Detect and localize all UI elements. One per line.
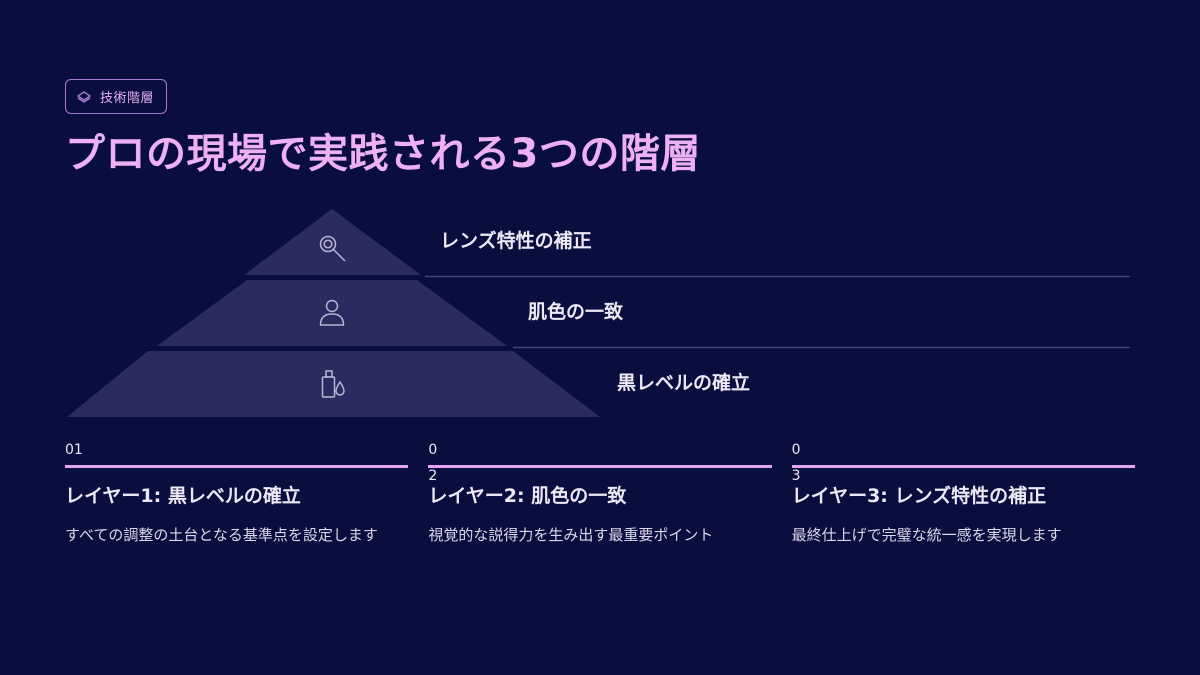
layer-cards: 01 レイヤー1: 黒レベルの確立 すべての調整の土台となる基準点を設定します … [65, 437, 1135, 552]
bottle-drop-icon [321, 370, 345, 398]
pyramid-tier-top [244, 209, 421, 275]
tier-label-bottom: 黒レベルの確立 [617, 372, 751, 394]
layer-card: 03 レイヤー3: レンズ特性の補正 最終仕上げで完璧な統一感を実現します [791, 437, 1135, 552]
layers-icon [77, 90, 91, 103]
accent-rule [791, 465, 1135, 468]
page-title: プロの現場で実践される3つの階層 [65, 131, 701, 177]
layer-card: 02 レイヤー2: 肌色の一致 視覚的な説得力を生み出す最重要ポイント [428, 437, 772, 552]
tier-label-top: レンズ特性の補正 [440, 230, 592, 252]
layer-heading: レイヤー3: レンズ特性の補正 [791, 485, 1047, 507]
accent-rule [65, 465, 409, 468]
layer-card: 01 レイヤー1: 黒レベルの確立 すべての調整の土台となる基準点を設定します [65, 437, 409, 552]
section-badge: 技術階層 [65, 79, 168, 114]
section-badge-label: 技術階層 [100, 91, 155, 106]
layer-description: すべての調整の土台となる基準点を設定します [65, 526, 378, 544]
layer-description: 最終仕上げで完璧な統一感を実現します [791, 526, 1062, 544]
layer-description: 視覚的な説得力を生み出す最重要ポイント [428, 526, 714, 544]
layer-heading: レイヤー2: 肌色の一致 [428, 485, 627, 507]
layer-number: 03 [791, 442, 801, 484]
pyramid-tier-bottom [67, 351, 600, 417]
person-icon [319, 299, 345, 326]
pyramid-tier-middle [157, 280, 507, 346]
layer-number: 01 [65, 442, 83, 458]
layer-heading: レイヤー1: 黒レベルの確立 [65, 485, 301, 507]
layer-number: 02 [428, 442, 438, 484]
accent-rule [428, 465, 772, 468]
magnifier-icon [319, 235, 346, 262]
tier-label-middle: 肌色の一致 [528, 301, 624, 323]
